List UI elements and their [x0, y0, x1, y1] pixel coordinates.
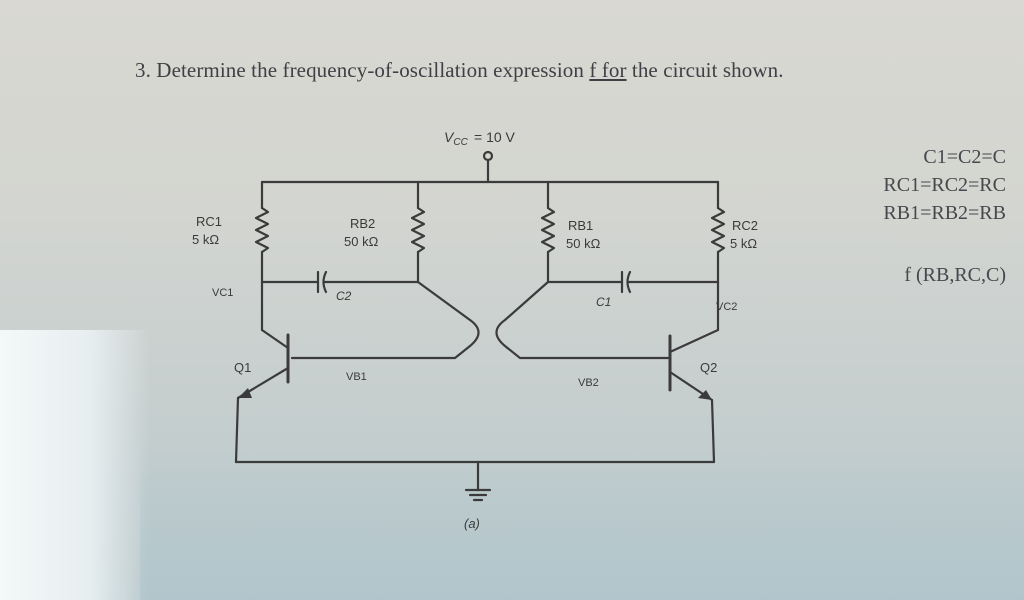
- rc1-name: RC1: [196, 214, 222, 229]
- screen-glare: [140, 440, 1024, 600]
- question-text: 3. Determine the frequency-of-oscillatio…: [135, 58, 784, 83]
- function-expression: f (RB,RC,C): [904, 264, 1006, 286]
- vc2-label: VC2: [716, 301, 737, 313]
- window-glare: [0, 330, 150, 600]
- relation-base-resistors: RB1=RB2=RB: [883, 202, 1006, 224]
- question-prefix: 3. Determine the frequency-of-oscillatio…: [135, 58, 590, 82]
- rb1-resistor: [540, 206, 556, 254]
- rb2-value: 50 kΩ: [344, 234, 379, 249]
- q1-label: Q1: [234, 360, 251, 375]
- question-suffix: the circuit shown.: [626, 58, 784, 82]
- vc1-label: VC1: [212, 287, 233, 299]
- q1-emitter-lead: [234, 396, 240, 464]
- rb1-value: 50 kΩ: [566, 236, 601, 251]
- c1-label: C1: [596, 295, 611, 309]
- q2-emitter-lead: [710, 398, 716, 464]
- rc1-resistor: [254, 206, 270, 254]
- q2-collector: [668, 328, 720, 354]
- question-underlined: f for: [589, 58, 627, 82]
- c2-label: C2: [336, 289, 352, 303]
- rc1-value: 5 kΩ: [192, 232, 219, 247]
- rc2-name: RC2: [732, 218, 758, 233]
- vb1-label: VB1: [346, 371, 367, 383]
- relation-collector-resistors: RC1=RC2=RC: [883, 174, 1006, 196]
- cross-wire-to-q1-base: [290, 280, 480, 360]
- figure-caption: (a): [464, 516, 480, 531]
- cross-wire-to-q2-base: [495, 280, 670, 360]
- q1-collector: [260, 328, 290, 350]
- vb2-label: VB2: [578, 377, 599, 389]
- rc2-value: 5 kΩ: [730, 236, 757, 251]
- vcc-terminal: [482, 150, 494, 162]
- rc2-resistor: [710, 206, 726, 254]
- vcc-value: = 10 V: [474, 129, 516, 145]
- q2-emitter-arrow: [698, 390, 712, 400]
- vcc-symbol: VCC: [444, 129, 469, 148]
- relation-capacitors: C1=C2=C: [923, 146, 1006, 168]
- rb2-name: RB2: [350, 216, 375, 231]
- rb1-name: RB1: [568, 218, 593, 233]
- q1-emitter-arrow: [238, 388, 252, 398]
- q2-label: Q2: [700, 360, 717, 375]
- rb2-resistor: [410, 206, 426, 254]
